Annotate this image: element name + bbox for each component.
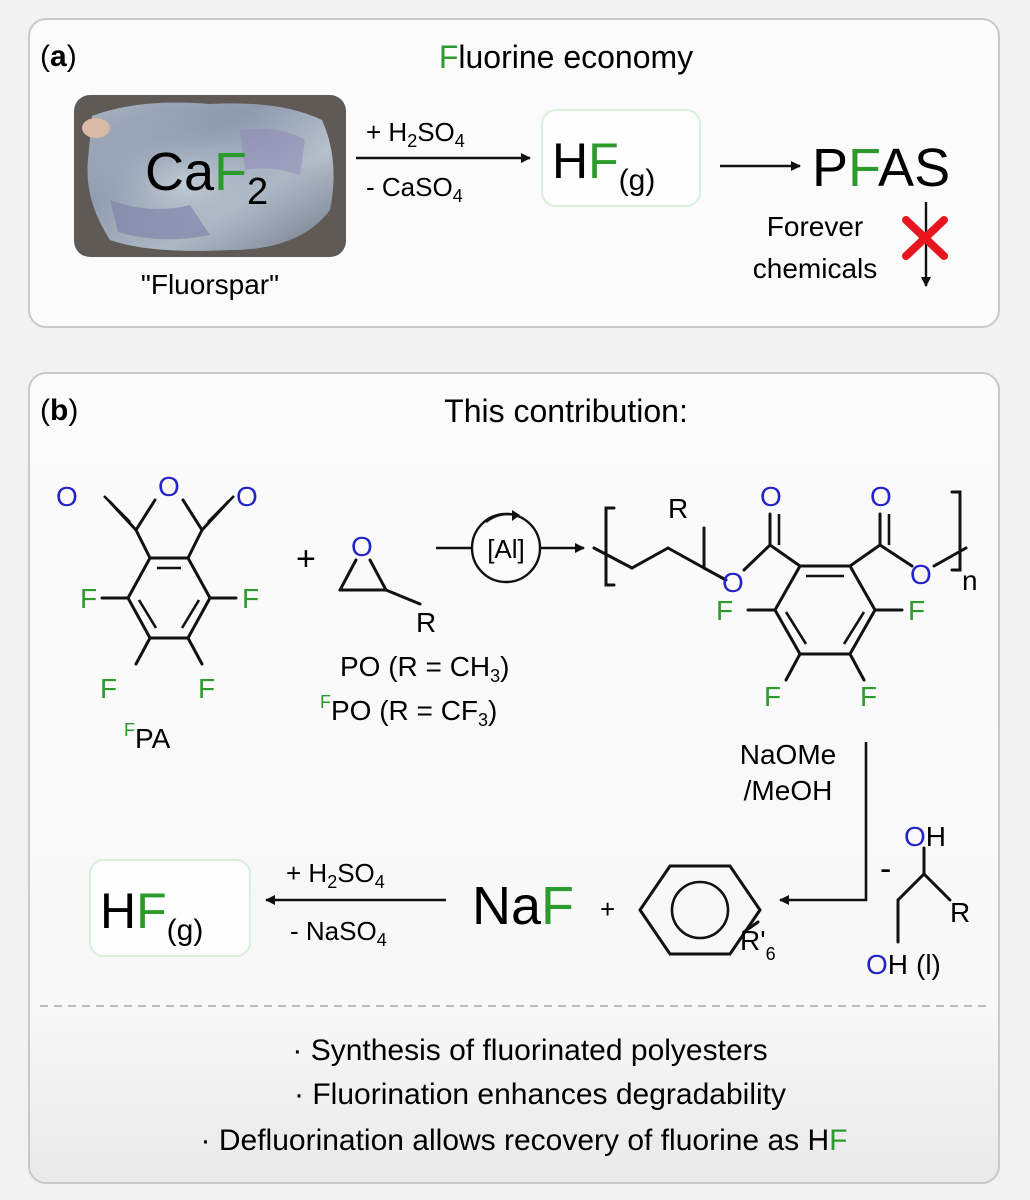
- panel-b-label: (b): [40, 394, 78, 427]
- forever-text-2: chemicals: [753, 253, 877, 284]
- polymer-r: R: [668, 493, 688, 524]
- polymer-structure: [592, 490, 968, 682]
- methanolysis-arrow: [779, 742, 868, 905]
- fpa-f-left: F: [80, 583, 97, 614]
- panel-b-title: This contribution:: [444, 393, 688, 429]
- polymer-o-ester-1: O: [722, 567, 744, 598]
- panel-a-title: Fluorine economy: [439, 39, 693, 75]
- panel-b-reagent-top: + H2SO4: [286, 858, 385, 892]
- polymer-o-ester-2: O: [910, 559, 932, 590]
- hf-gas-a: HF(g): [552, 133, 655, 197]
- polymer-o-carbonyl-2: O: [870, 481, 892, 512]
- diol-minus: -: [880, 850, 891, 888]
- fpa-f-right: F: [242, 583, 259, 614]
- polymer-f-left: F: [716, 595, 733, 626]
- fpa-molecule: [100, 495, 238, 666]
- arene-molecule: [638, 864, 762, 956]
- panel-b: [28, 372, 1000, 1184]
- fpa-o-left: O: [56, 481, 78, 512]
- plus-sign: +: [296, 540, 316, 578]
- fpa-label: FPA: [124, 720, 171, 754]
- diol-molecule: [896, 846, 952, 944]
- arene-substituent: R'6: [740, 925, 776, 964]
- diol-r: R: [950, 897, 970, 928]
- naf-label: NaF: [472, 876, 574, 936]
- hf-gas-b: HF(g): [100, 883, 203, 947]
- reagent-meoh: /MeOH: [744, 775, 833, 806]
- po-line: PO (R = CH3): [340, 651, 509, 686]
- epoxide-o: O: [351, 531, 373, 562]
- polymer-f-bottom-left: F: [764, 681, 781, 712]
- reagent-naome: NaOMe: [740, 739, 836, 770]
- pfas-label: PFAS: [812, 138, 950, 198]
- fluorspar-caption: "Fluorspar": [141, 269, 279, 300]
- forever-text-1: Forever: [767, 211, 863, 242]
- polymer-f-right: F: [908, 595, 925, 626]
- panel-a-label: (a): [40, 40, 77, 73]
- fpo-line: FPO (R = CF3): [320, 692, 497, 730]
- epoxide-r: R: [416, 607, 436, 638]
- polymer-n: n: [962, 565, 978, 596]
- polymer-f-bottom-right: F: [860, 681, 877, 712]
- caf2-formula: CaF2: [145, 142, 268, 213]
- fpa-f-bottom-right: F: [198, 673, 215, 704]
- diol-oh-bottom: OH(l): [866, 949, 941, 980]
- fluorspar-photo: [74, 95, 346, 257]
- fpa-f-bottom-left: F: [100, 673, 117, 704]
- bullet-2: · Fluorination enhances degradability: [294, 1078, 786, 1111]
- naf-plus: +: [600, 894, 615, 924]
- panel-a-reagent-top: + H2SO4: [366, 117, 465, 151]
- bullet-3: · Defluorination allows recovery of fluo…: [201, 1124, 848, 1157]
- diol-oh-top: OH: [904, 821, 946, 852]
- panel-a-reagent-bottom: - CaSO4: [366, 172, 463, 206]
- panel-b-reagent-bottom: - NaSO4: [290, 916, 387, 950]
- fpa-o-right: O: [236, 481, 258, 512]
- catalyst-cycle-arrowhead: [512, 510, 520, 521]
- epoxide-molecule: [338, 558, 422, 606]
- hf-box-a: [541, 109, 701, 207]
- hf-box-b: [89, 859, 251, 957]
- blocked-cross-icon: [902, 216, 948, 260]
- polymer-o-carbonyl-1: O: [760, 481, 782, 512]
- catalyst-label: [Al]: [487, 534, 525, 564]
- fpa-o-ring: O: [158, 471, 180, 502]
- bullet-1: · Synthesis of fluorinated polyesters: [292, 1034, 767, 1067]
